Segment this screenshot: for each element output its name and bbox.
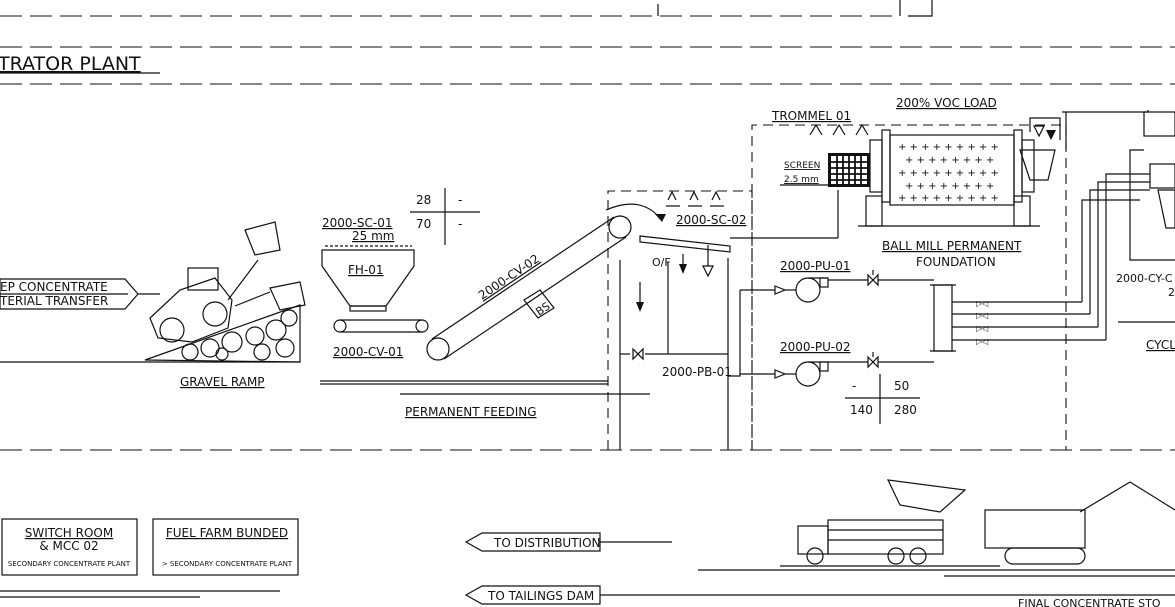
- voc-load-label: 200% VOC LOAD: [896, 96, 997, 110]
- ball-mill-label-2: FOUNDATION: [916, 255, 996, 269]
- of-label: O/F: [652, 256, 671, 269]
- cyclone-caption-partial: CYCL: [1146, 338, 1175, 352]
- gravel-ramp-label: GRAVEL RAMP: [180, 375, 265, 389]
- feeder-grid-r2c2: -: [458, 217, 462, 231]
- pump-grid-r2c1: 140: [850, 403, 873, 417]
- fuel-farm-label-2: > SECONDARY CONCENTRATE PLANT: [162, 560, 293, 568]
- permanent-feeding-label: PERMANENT FEEDING: [405, 405, 537, 419]
- switch-room-label-2: & MCC 02: [39, 539, 98, 553]
- concentrate-transfer-arrow: [0, 278, 160, 310]
- cv01-label: 2000-CV-01: [333, 345, 403, 359]
- screen-sc02: [639, 190, 839, 253]
- ball-mill: [858, 110, 1149, 227]
- fh01-label: FH-01: [348, 263, 384, 277]
- switch-room-label-1: SWITCH ROOM: [25, 526, 113, 540]
- trommel-label: TROMMEL 01: [771, 109, 851, 123]
- svg-text:▷◁: ▷◁: [976, 324, 988, 333]
- sc02-label: 2000-SC-02: [676, 213, 746, 227]
- fuel-farm-label-1: FUEL FARM BUNDED: [166, 526, 288, 540]
- pump-feed-lines: [728, 290, 741, 377]
- svg-text:+ + + + + + + + +: + + + + + + + + +: [898, 193, 999, 204]
- to-tailings-arrow: [464, 585, 1175, 605]
- cyclone-manifold: ▷◁ ▷◁ ▷◁ ▷◁: [930, 173, 1150, 352]
- cyclone-label-partial: 2000-CY-C: [1116, 272, 1173, 285]
- front-loader-icon: [149, 221, 306, 343]
- pu01-label: 2000-PU-01: [780, 259, 851, 273]
- top-boundary: [0, 0, 1175, 451]
- pump-grid-r1c1: -: [852, 379, 856, 393]
- concentrate-label-2: TERIAL TRANSFER: [0, 294, 108, 308]
- fuel-farm-box: [152, 518, 299, 576]
- svg-text:+ + + + + + + +: + + + + + + + +: [905, 181, 994, 192]
- trommel-arrows: [809, 123, 869, 136]
- to-distribution-label: TO DISTRIBUTION: [493, 536, 601, 550]
- switch-room-label-3: SECONDARY CONCENTRATE PLANT: [8, 560, 131, 568]
- svg-text:▷◁: ▷◁: [976, 337, 988, 346]
- switch-room-box: [1, 518, 138, 576]
- pump-grid-r1c2: 50: [894, 379, 909, 393]
- svg-text:+ + + + + + + + +: + + + + + + + + +: [898, 142, 999, 153]
- pump-grid-r2c2: 280: [894, 403, 917, 417]
- svg-text:+ + + + + + + +: + + + + + + + +: [905, 155, 994, 166]
- feeder-grid-r1c1: 28: [416, 193, 431, 207]
- feed-hopper: [321, 245, 415, 312]
- pump-pu02: [740, 352, 934, 387]
- excavator-icon: [886, 479, 1175, 565]
- dump-truck-icon: [797, 519, 944, 565]
- to-tailings-label: TO TAILINGS DAM: [487, 589, 594, 603]
- feeder-grid-r2c1: 70: [416, 217, 431, 231]
- pump-grid: [845, 374, 920, 424]
- svg-text:▷◁: ▷◁: [976, 299, 988, 308]
- sc01-mesh-label: 25 mm: [352, 229, 394, 243]
- to-distribution-arrow: [464, 532, 672, 552]
- conveyor-cv01: [333, 319, 429, 333]
- pb01-enclosure: [607, 124, 1067, 450]
- feeder-grid: [410, 188, 480, 245]
- gravel-ramp: [0, 304, 301, 363]
- sc01-label: 2000-SC-01: [322, 216, 392, 230]
- pu02-label: 2000-PU-02: [780, 340, 851, 354]
- feeder-grid-r1c2: -: [458, 193, 462, 207]
- screen-label-2: 2.5 mm: [784, 175, 819, 185]
- concentrate-label-1: EP CONCENTRATE: [0, 280, 108, 294]
- plant-title: TRATOR PLANT: [0, 53, 141, 75]
- ground-lines: [698, 565, 1175, 577]
- trommel-screen: [780, 153, 870, 187]
- screen-label-1: SCREEN: [784, 161, 820, 171]
- conveyor-cv02: [426, 203, 666, 361]
- ball-mill-label-1: BALL MILL PERMANENT: [882, 239, 1022, 253]
- ball-mill-pattern: + + + + + + + + + + + + + + + + + + + + …: [898, 142, 999, 204]
- cyclone-label-partial-2: 2: [1168, 286, 1175, 299]
- svg-text:+ + + + + + + + +: + + + + + + + + +: [898, 168, 999, 179]
- pb01-label: 2000-PB-01: [662, 365, 732, 379]
- pump-pu01: [740, 270, 934, 303]
- permanent-feeding-line: [320, 380, 650, 395]
- final-concentrate-label: FINAL CONCENTRATE STO: [1018, 597, 1161, 607]
- cyclone: [1118, 111, 1175, 323]
- svg-text:▷◁: ▷◁: [976, 311, 988, 320]
